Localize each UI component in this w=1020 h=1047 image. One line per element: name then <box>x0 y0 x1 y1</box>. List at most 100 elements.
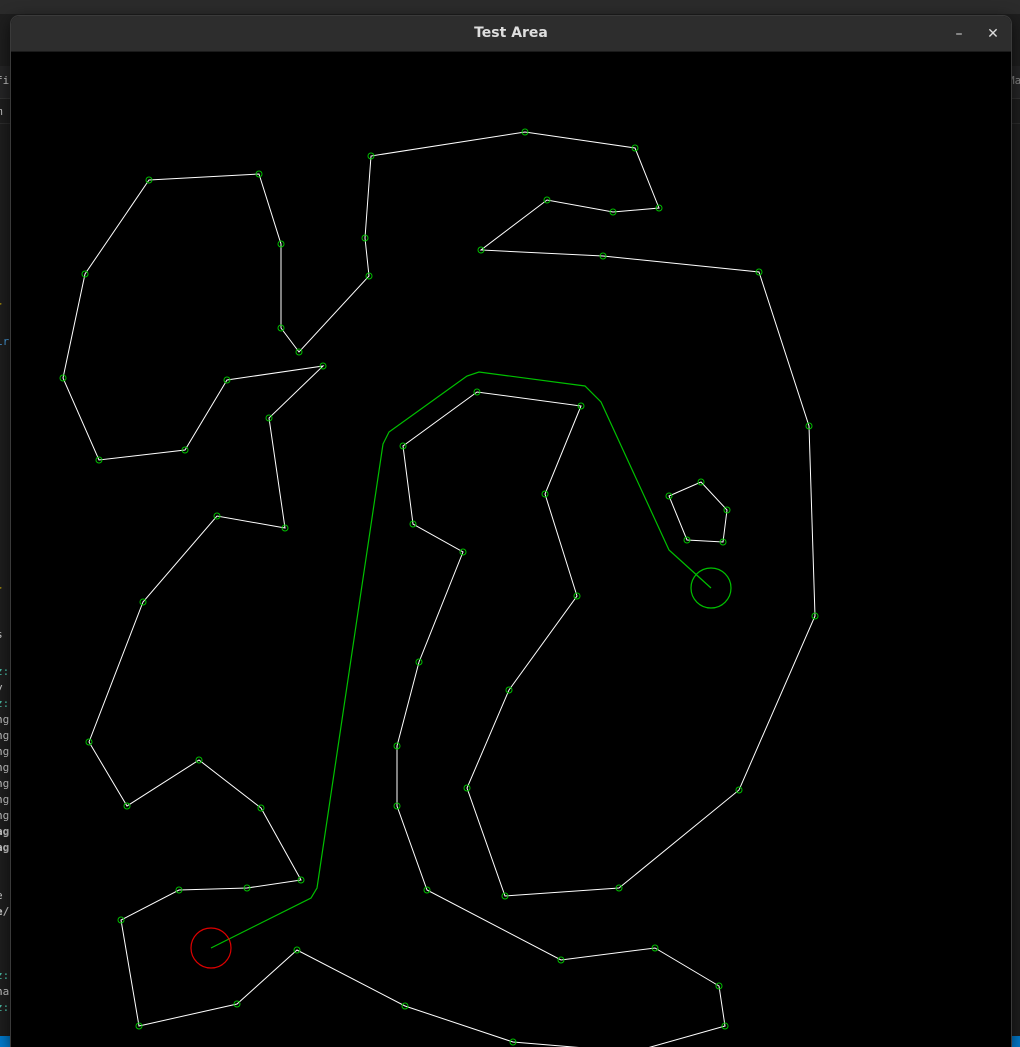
vertex-marker <box>95 456 103 464</box>
close-button[interactable]: ✕ <box>987 26 999 42</box>
vertex-marker <box>139 598 147 606</box>
obstacle-polygon <box>668 481 728 543</box>
vertex-marker <box>415 658 423 666</box>
vertex-marker <box>651 944 659 952</box>
marker-layer <box>190 567 732 969</box>
background-code-fragment: ng <box>0 809 10 822</box>
vertex-marker <box>135 1022 143 1030</box>
vertex-marker <box>655 204 663 212</box>
vertex-marker <box>367 152 375 160</box>
vertex-marker <box>85 738 93 746</box>
obstacle-polygon <box>62 131 816 1047</box>
background-code-fragment: ng <box>0 713 10 726</box>
vertex-marker <box>609 208 617 216</box>
drawing-canvas[interactable] <box>11 52 1011 1047</box>
path-layer <box>210 371 712 949</box>
vertex-marker <box>81 270 89 278</box>
vertex-marker <box>365 272 373 280</box>
vertex-marker <box>631 144 639 152</box>
vertex-marker <box>265 414 273 422</box>
background-topbar <box>0 0 1020 14</box>
vertex-marker <box>665 492 673 500</box>
background-code-fragment: e/ <box>0 905 10 918</box>
vertex-marker <box>697 478 705 486</box>
background-code-fragment: ag <box>0 841 10 854</box>
vertex-marker <box>319 362 327 370</box>
vertex-marker <box>195 756 203 764</box>
vertex-marker <box>243 884 251 892</box>
vertex-marker <box>277 240 285 248</box>
vertex-marker <box>501 892 509 900</box>
vertex-marker <box>257 804 265 812</box>
minimize-button[interactable]: – <box>955 26 963 42</box>
vertex-marker <box>505 686 513 694</box>
background-code-fragment: ng <box>0 729 10 742</box>
vertex-marker <box>297 876 305 884</box>
vertex-marker <box>293 946 301 954</box>
vertex-marker <box>719 538 727 546</box>
vertex-marker <box>721 1022 729 1030</box>
background-code-fragment: ng <box>0 761 10 774</box>
vertex-marker <box>255 170 263 178</box>
vertex-marker <box>599 252 607 260</box>
background-code-fragment: Ma <box>1008 74 1020 87</box>
vertex-marker <box>557 956 565 964</box>
start-marker <box>190 927 232 969</box>
background-code-fragment: ng <box>0 777 10 790</box>
vertex-marker <box>123 802 131 810</box>
background-code-fragment: ng <box>0 793 10 806</box>
vertex-marker <box>715 982 723 990</box>
vertex-marker <box>811 612 819 620</box>
vertex-marker <box>463 784 471 792</box>
background-code-fragment: ng <box>0 745 10 758</box>
vertex-marker <box>477 246 485 254</box>
vertex-marker <box>615 884 623 892</box>
window-title: Test Area <box>474 25 548 41</box>
vertex-marker <box>423 886 431 894</box>
vertex-marker <box>393 742 401 750</box>
background-code-fragment: e <box>0 888 10 904</box>
vertex-marker <box>573 592 581 600</box>
background-code-fragment: fi <box>0 74 10 87</box>
vertex-marker <box>459 548 467 556</box>
vertex-layer <box>59 128 819 1046</box>
vertex-marker <box>509 1038 517 1046</box>
background-code-fragment: z: <box>0 697 10 710</box>
vertex-marker <box>145 176 153 184</box>
vertex-marker <box>361 234 369 242</box>
vertex-marker <box>805 422 813 430</box>
vertex-marker <box>59 374 67 382</box>
test-area-window: Test Area – ✕ <box>11 16 1011 1047</box>
background-code-fragment: na <box>0 985 10 998</box>
vertex-marker <box>577 402 585 410</box>
vertex-marker <box>213 512 221 520</box>
background-code-fragment: m <box>0 104 10 120</box>
vertex-marker <box>233 1000 241 1008</box>
vertex-marker <box>393 802 401 810</box>
vertex-marker <box>683 536 691 544</box>
planned-path <box>210 371 712 949</box>
obstacle-layer <box>62 131 816 1047</box>
vertex-marker <box>277 324 285 332</box>
vertex-marker <box>223 376 231 384</box>
background-code-fragment: z: <box>0 665 10 678</box>
vertex-marker <box>723 506 731 514</box>
goal-marker <box>690 567 732 609</box>
vertex-marker <box>401 1002 409 1010</box>
background-code-fragment: ir <box>0 335 10 348</box>
vertex-marker <box>473 388 481 396</box>
vertex-marker <box>181 446 189 454</box>
vertex-marker <box>117 916 125 924</box>
background-code-fragment: } <box>0 580 10 596</box>
window-titlebar[interactable]: Test Area – ✕ <box>11 16 1011 52</box>
background-code-fragment: y <box>0 680 10 696</box>
vertex-marker <box>281 524 289 532</box>
vertex-marker <box>399 442 407 450</box>
background-code-fragment: s <box>0 627 10 643</box>
vertex-marker <box>735 786 743 794</box>
background-code-fragment: } <box>0 296 10 312</box>
vertex-marker <box>541 490 549 498</box>
scene-svg <box>59 128 819 1047</box>
background-code-fragment: z: <box>0 969 10 982</box>
background-code-fragment: z: <box>0 1001 10 1014</box>
